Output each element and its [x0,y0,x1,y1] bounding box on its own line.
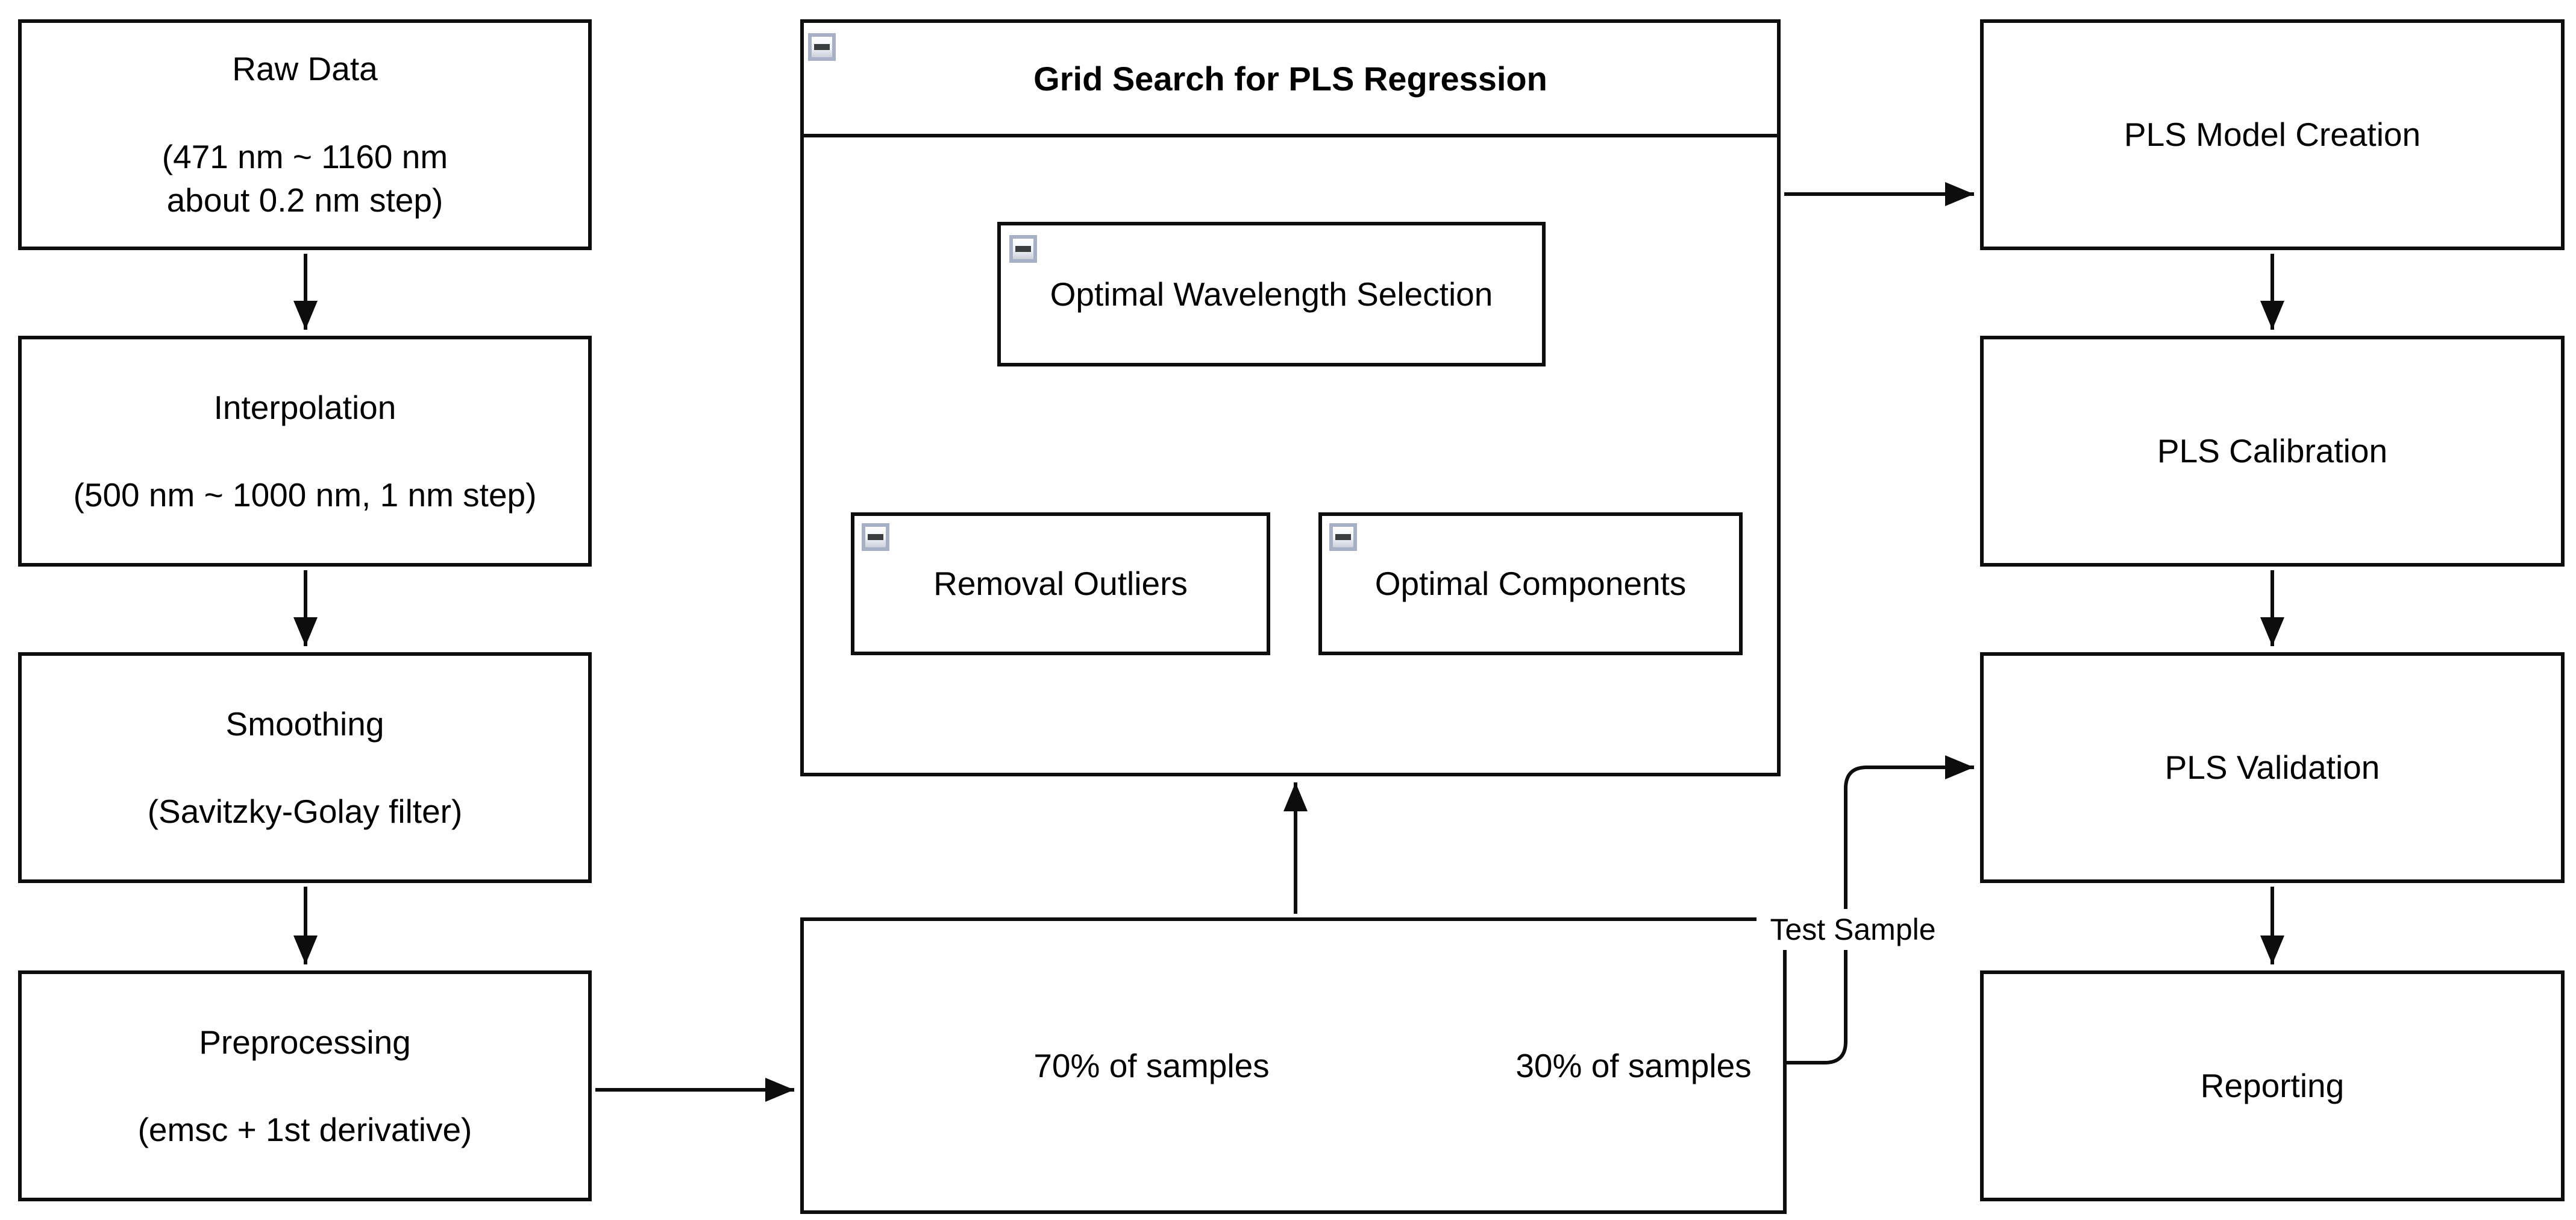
edge-label-test-sample: Test Sample [1757,909,1949,950]
node-optimal-wavelength-selection: Optimal Wavelength Selection [997,222,1546,366]
node-optimal-components: Optimal Components [1318,512,1743,655]
node-smoothing: Smoothing (Savitzky-Golay filter) [18,652,592,883]
node-preprocessing: Preprocessing (emsc + 1st derivative) [18,970,592,1201]
collapse-minus-icon[interactable] [808,33,836,61]
group-grid-search: Grid Search for PLS Regression [800,19,1781,776]
collapse-minus-icon[interactable] [1329,523,1357,551]
node-removal-outliers: Removal Outliers [851,512,1270,655]
node-sample-split: 70% of samples 30% of samples [800,917,1787,1214]
group-grid-search-title: Grid Search for PLS Regression [804,23,1777,137]
minus-glyph [1335,534,1351,540]
split-70-label: 70% of samples [1033,1047,1270,1084]
node-interpolation: Interpolation (500 nm ~ 1000 nm, 1 nm st… [18,336,592,567]
minus-glyph [814,44,830,50]
minus-glyph [1015,246,1031,252]
node-reporting: Reporting [1980,970,2565,1201]
split-30-label: 30% of samples [1515,1047,1752,1084]
node-pls-validation: PLS Validation [1980,652,2565,883]
collapse-minus-icon[interactable] [1009,235,1037,263]
node-pls-calibration: PLS Calibration [1980,336,2565,567]
node-raw-data: Raw Data (471 nm ~ 1160 nm about 0.2 nm … [18,19,592,250]
node-pls-model-creation: PLS Model Creation [1980,19,2565,250]
minus-glyph [868,534,883,540]
collapse-minus-icon[interactable] [862,523,889,551]
